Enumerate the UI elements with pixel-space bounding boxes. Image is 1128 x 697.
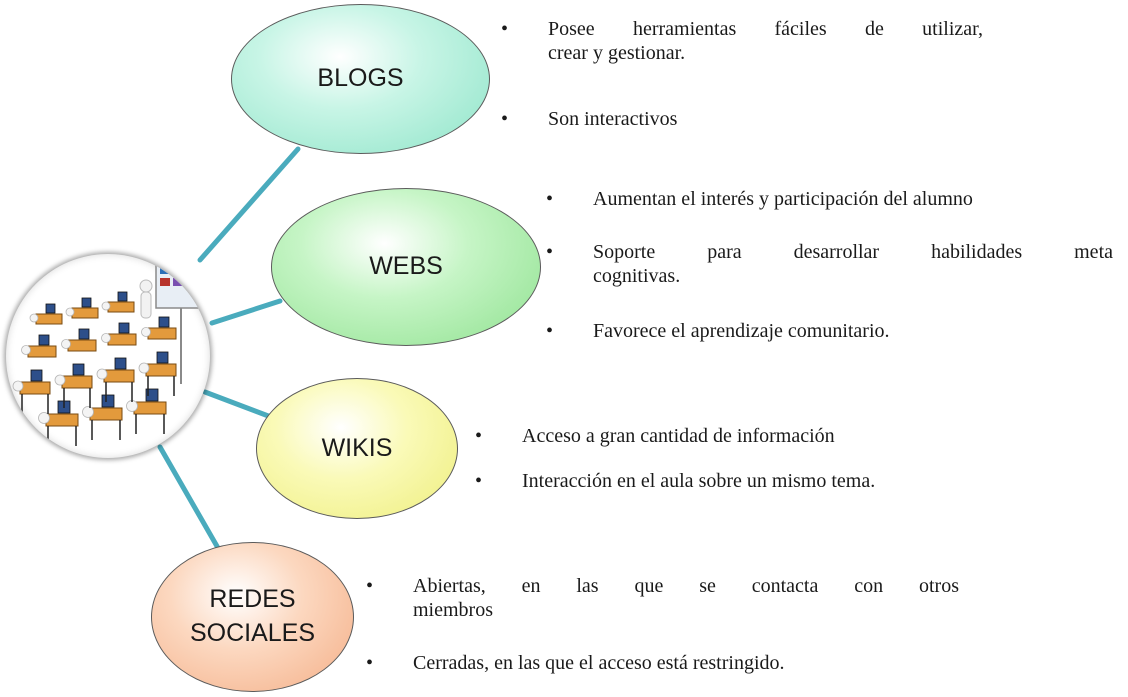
topic-oval-blogs: BLOGS (231, 4, 490, 154)
bullet-icon: • (546, 188, 554, 210)
list-item: • Aumentan el interés y participación de… (546, 188, 973, 210)
connector-redes (157, 444, 221, 551)
list-item: • Favorece el aprendizaje comunitario. (546, 320, 890, 342)
topic-label-redes-line2: SOCIALES (189, 619, 316, 647)
wikis-bullet-list: • Acceso a gran cantidad de información … (475, 424, 1002, 493)
list-item: • Cerradas, en las que el acceso está re… (366, 652, 785, 674)
bullet-icon: • (366, 652, 374, 674)
bullet-icon: • (501, 108, 509, 130)
topic-label-wikis: WIKIS (321, 433, 393, 462)
topic-label-blogs: BLOGS (317, 64, 404, 93)
bullet-icon: • (546, 320, 554, 342)
bullet-icon: • (475, 470, 483, 492)
topic-oval-wikis: WIKIS (256, 378, 458, 519)
topic-oval-webs: WEBS (271, 188, 541, 346)
topic-oval-redes-sociales: REDES SOCIALES (151, 542, 354, 692)
connector-wikis (202, 389, 274, 420)
connector-webs (209, 298, 283, 326)
bullet-icon: • (546, 241, 554, 263)
list-item: • Interacción en el aula sobre un mismo … (475, 470, 876, 492)
list-item: • Abiertas, en las que se contacta con o… (366, 575, 959, 621)
topic-label-redes-line1: REDES (209, 585, 296, 614)
redes-sociales-bullet-list: • Abiertas, en las que se contacta con o… (366, 574, 959, 675)
list-item: • Acceso a gran cantidad de información (475, 425, 835, 447)
bullet-icon: • (501, 18, 509, 40)
list-item: • Son interactivos (501, 108, 678, 130)
webs-bullet-list: • Aumentan el interés y participación de… (546, 187, 1113, 343)
connector-blogs (197, 146, 301, 263)
topic-label-webs: WEBS (369, 252, 443, 281)
blogs-bullet-list: • Posee herramientas fáciles de utilizar… (501, 17, 983, 131)
list-item: • Posee herramientas fáciles de utilizar… (501, 18, 983, 64)
bullet-icon: • (366, 575, 374, 597)
classroom-hub-image (6, 254, 210, 458)
bullet-icon: • (475, 425, 483, 447)
list-item: • Soporte para desarrollar habilidades m… (546, 241, 1113, 287)
